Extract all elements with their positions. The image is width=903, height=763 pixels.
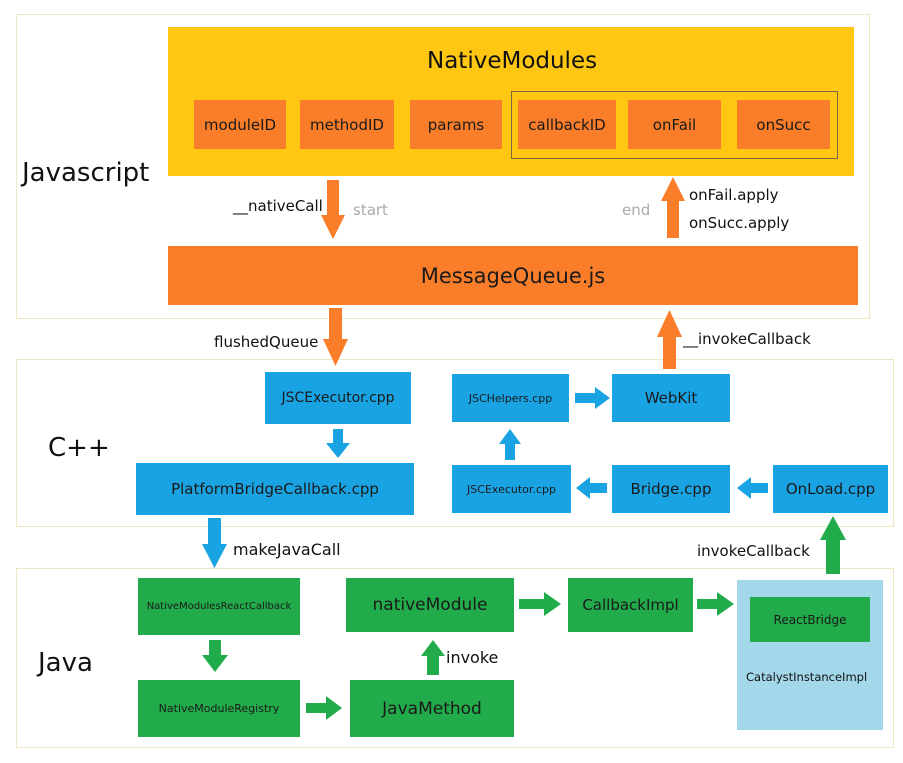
- arrow-registry-to-java-method: [306, 696, 342, 720]
- arrow-make-java-call-down: [202, 518, 227, 568]
- callback-group-frame: [511, 91, 838, 159]
- invoke-label: invoke: [446, 648, 499, 667]
- arrow-bridge-to-jsc-executor: [576, 477, 607, 499]
- catalyst-instance-impl-label: CatalystInstanceImpl: [746, 670, 868, 684]
- arrow-flushed-queue-down: [323, 308, 348, 366]
- callback-impl-box: CallbackImpl: [568, 578, 693, 632]
- module-id-box: moduleID: [194, 100, 286, 149]
- arrow-native-call-down: [321, 180, 345, 239]
- method-id-box: methodID: [300, 100, 394, 149]
- arrow-native-module-to-callback-impl: [519, 592, 561, 616]
- arrow-invoke-up: [421, 640, 445, 675]
- invoke-callback-up-label: invokeCallback: [697, 542, 810, 560]
- params-box: params: [410, 100, 502, 149]
- java-method-box: JavaMethod: [350, 680, 514, 737]
- java-layer: [16, 568, 894, 748]
- layer-label-javascript: Javascript: [22, 158, 150, 188]
- jsc-executor-bottom-box: JSCExecutor.cpp: [452, 465, 571, 513]
- flushed-queue-label: flushedQueue: [214, 333, 319, 351]
- on-succ-apply-label: onSucc.apply: [689, 214, 790, 232]
- on-fail-box: onFail: [628, 100, 721, 149]
- arrow-end-up: [661, 177, 685, 238]
- arrow-jsc-executor-down: [326, 429, 350, 458]
- cpp-layer: [16, 359, 894, 527]
- arrow-onload-to-bridge: [737, 477, 768, 499]
- platform-bridge-callback-box: PlatformBridgeCallback.cpp: [136, 463, 414, 515]
- layer-label-cpp: C++: [48, 433, 110, 463]
- arrow-invoke-callback-up: [657, 310, 682, 369]
- react-bridge-box: ReactBridge: [750, 597, 870, 642]
- native-module-registry-box: NativeModuleRegistry: [138, 680, 300, 737]
- on-succ-box: onSucc: [737, 100, 830, 149]
- native-modules-title: NativeModules: [427, 48, 598, 74]
- arrow-jsc-executor-up: [499, 429, 521, 460]
- invoke-callback-label: __invokeCallback: [683, 330, 811, 348]
- arrow-jsc-helpers-to-webkit: [575, 387, 610, 409]
- message-queue-box: MessageQueue.js: [168, 246, 858, 305]
- on-fail-apply-label: onFail.apply: [689, 186, 779, 204]
- jsc-executor-top-box: JSCExecutor.cpp: [265, 372, 411, 424]
- onload-box: OnLoad.cpp: [773, 465, 888, 513]
- start-label: start: [353, 201, 388, 219]
- arrow-callback-impl-to-react-bridge: [697, 592, 734, 616]
- bridge-box: Bridge.cpp: [612, 465, 730, 513]
- native-module-box: nativeModule: [346, 578, 514, 632]
- arrow-react-callback-down: [202, 640, 228, 672]
- end-label: end: [622, 201, 651, 219]
- native-modules-react-callback-box: NativeModulesReactCallback: [138, 578, 300, 635]
- make-java-call-label: makeJavaCall: [233, 540, 341, 559]
- native-call-label: __nativeCall: [233, 197, 323, 215]
- javascript-layer: [16, 14, 870, 319]
- arrow-invoke-callback-to-onload: [820, 516, 846, 574]
- layer-label-java: Java: [38, 648, 93, 678]
- jsc-helpers-box: JSCHelpers.cpp: [452, 374, 569, 422]
- callback-id-box: callbackID: [518, 100, 616, 149]
- webkit-box: WebKit: [612, 374, 730, 422]
